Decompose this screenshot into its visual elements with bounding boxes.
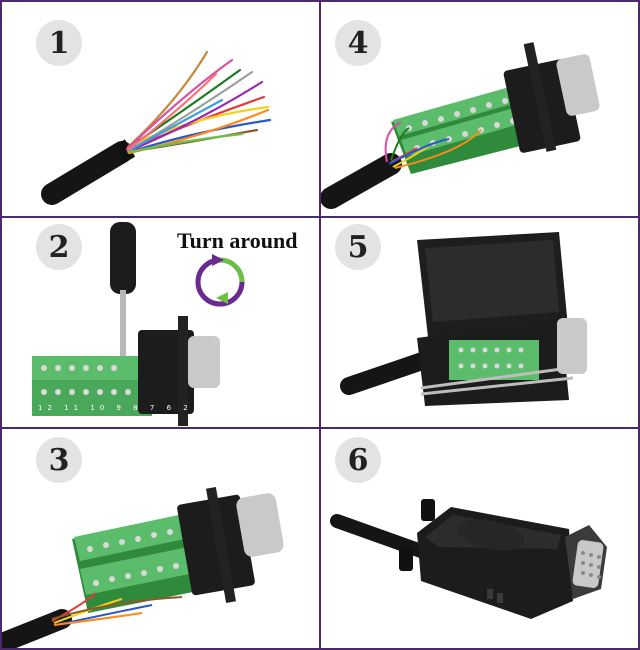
step-3-panel: 3 — [2, 429, 319, 648]
step-5-panel: 5 — [321, 218, 638, 427]
finished-connector-image — [330, 499, 607, 619]
housing-assembly-image — [340, 232, 587, 406]
rotate-arrows-icon — [195, 254, 245, 307]
turn-around-caption: Turn around — [177, 228, 298, 253]
center-divider — [319, 0, 321, 650]
row-divider-2 — [0, 427, 640, 429]
step-4-panel: 4 — [321, 2, 638, 216]
row-divider-1 — [0, 216, 640, 218]
step-6-panel: 6 — [321, 429, 638, 648]
step-1-panel: 1 — [2, 2, 319, 216]
assembled-terminal-image — [2, 487, 284, 648]
step-3-number: 3 — [36, 437, 82, 483]
step-2-panel: 2 Turn around 12 11 10 9 8 — [2, 218, 319, 427]
step-6-number: 6 — [335, 437, 381, 483]
step-2-number: 2 — [36, 224, 82, 270]
terminal-number-row: 12 11 10 9 8 7 6 2 1 — [38, 404, 210, 412]
wired-terminal-board-image — [321, 42, 600, 209]
step-1-number: 1 — [36, 20, 82, 66]
step-4-number: 4 — [335, 20, 381, 66]
screwdriver-terminal-image — [32, 222, 220, 426]
stripped-cable-image — [41, 50, 272, 205]
step-5-number: 5 — [335, 224, 381, 270]
